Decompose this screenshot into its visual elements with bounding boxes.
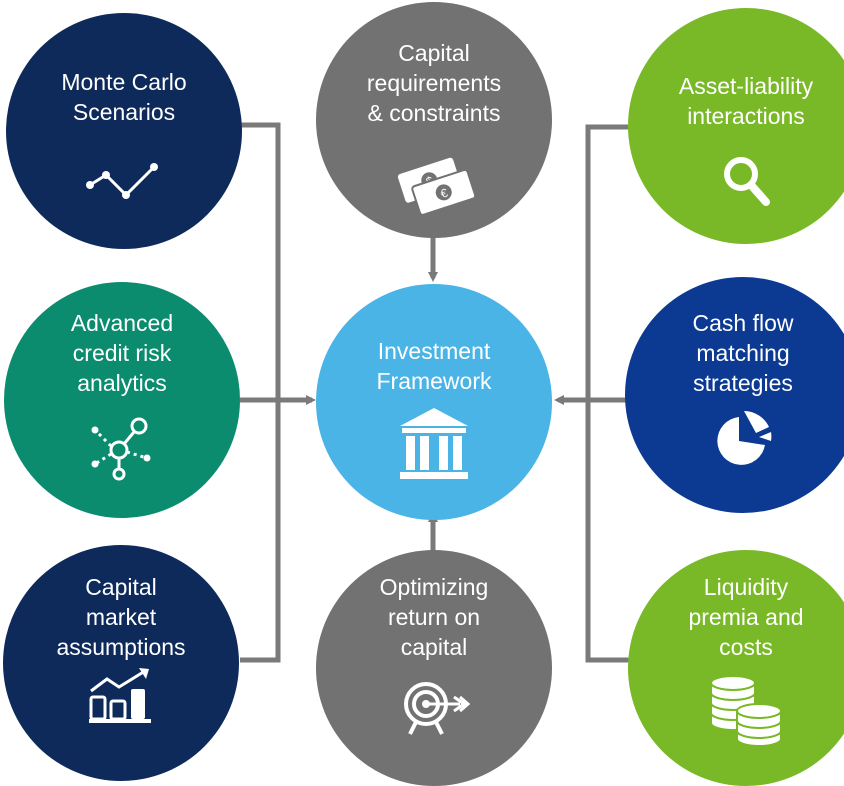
capital-requirements-label: Capital requirements & constraints [366,40,502,126]
capital-requirements-node: Capital requirements & constraints $ € [316,2,552,238]
money-icon: $ € [397,157,476,216]
investment-framework-label: Investment Framework [376,338,492,394]
liquidity-node: Liquidity premia and costs [628,550,844,786]
monte-carlo-label: Monte Carlo Scenarios [61,69,187,125]
svg-text:€: € [439,186,450,201]
capital-market-node: Capital market assumptions [3,545,239,781]
optimizing-return-label: Optimizing return on capital [379,574,489,660]
cash-flow-node: Cash flow matching strategies [625,277,844,513]
coins-icon [710,675,782,745]
capital-market-label: Capital market assumptions [56,574,186,660]
connector-lines [240,122,632,663]
optimizing-return-node: Optimizing return on capital [316,550,552,786]
cash-flow-label: Cash flow matching strategies [692,310,794,396]
investment-framework-node: Investment Framework [316,284,552,520]
credit-risk-node: Advanced credit risk analytics [4,282,240,518]
bar-chart-icon [89,668,151,723]
monte-carlo-node: Monte Carlo Scenarios [6,13,242,249]
bank-building-icon [400,408,468,479]
target-icon [404,682,470,735]
network-icon [91,417,151,481]
asset-liability-node: Asset-liability interactions [628,8,844,244]
magnifier-icon [724,157,770,206]
liquidity-label: Liquidity premia and costs [688,574,804,660]
line-chart-icon [86,163,158,199]
pie-chart-icon [717,411,772,465]
investment-framework-diagram: Monte Carlo Scenarios Capital requiremen… [3,2,844,786]
asset-liability-label: Asset-liability interactions [678,73,814,129]
left-bracket-connector [240,122,281,663]
right-bracket-connector [585,124,632,663]
credit-risk-label: Advanced credit risk analytics [70,310,174,396]
